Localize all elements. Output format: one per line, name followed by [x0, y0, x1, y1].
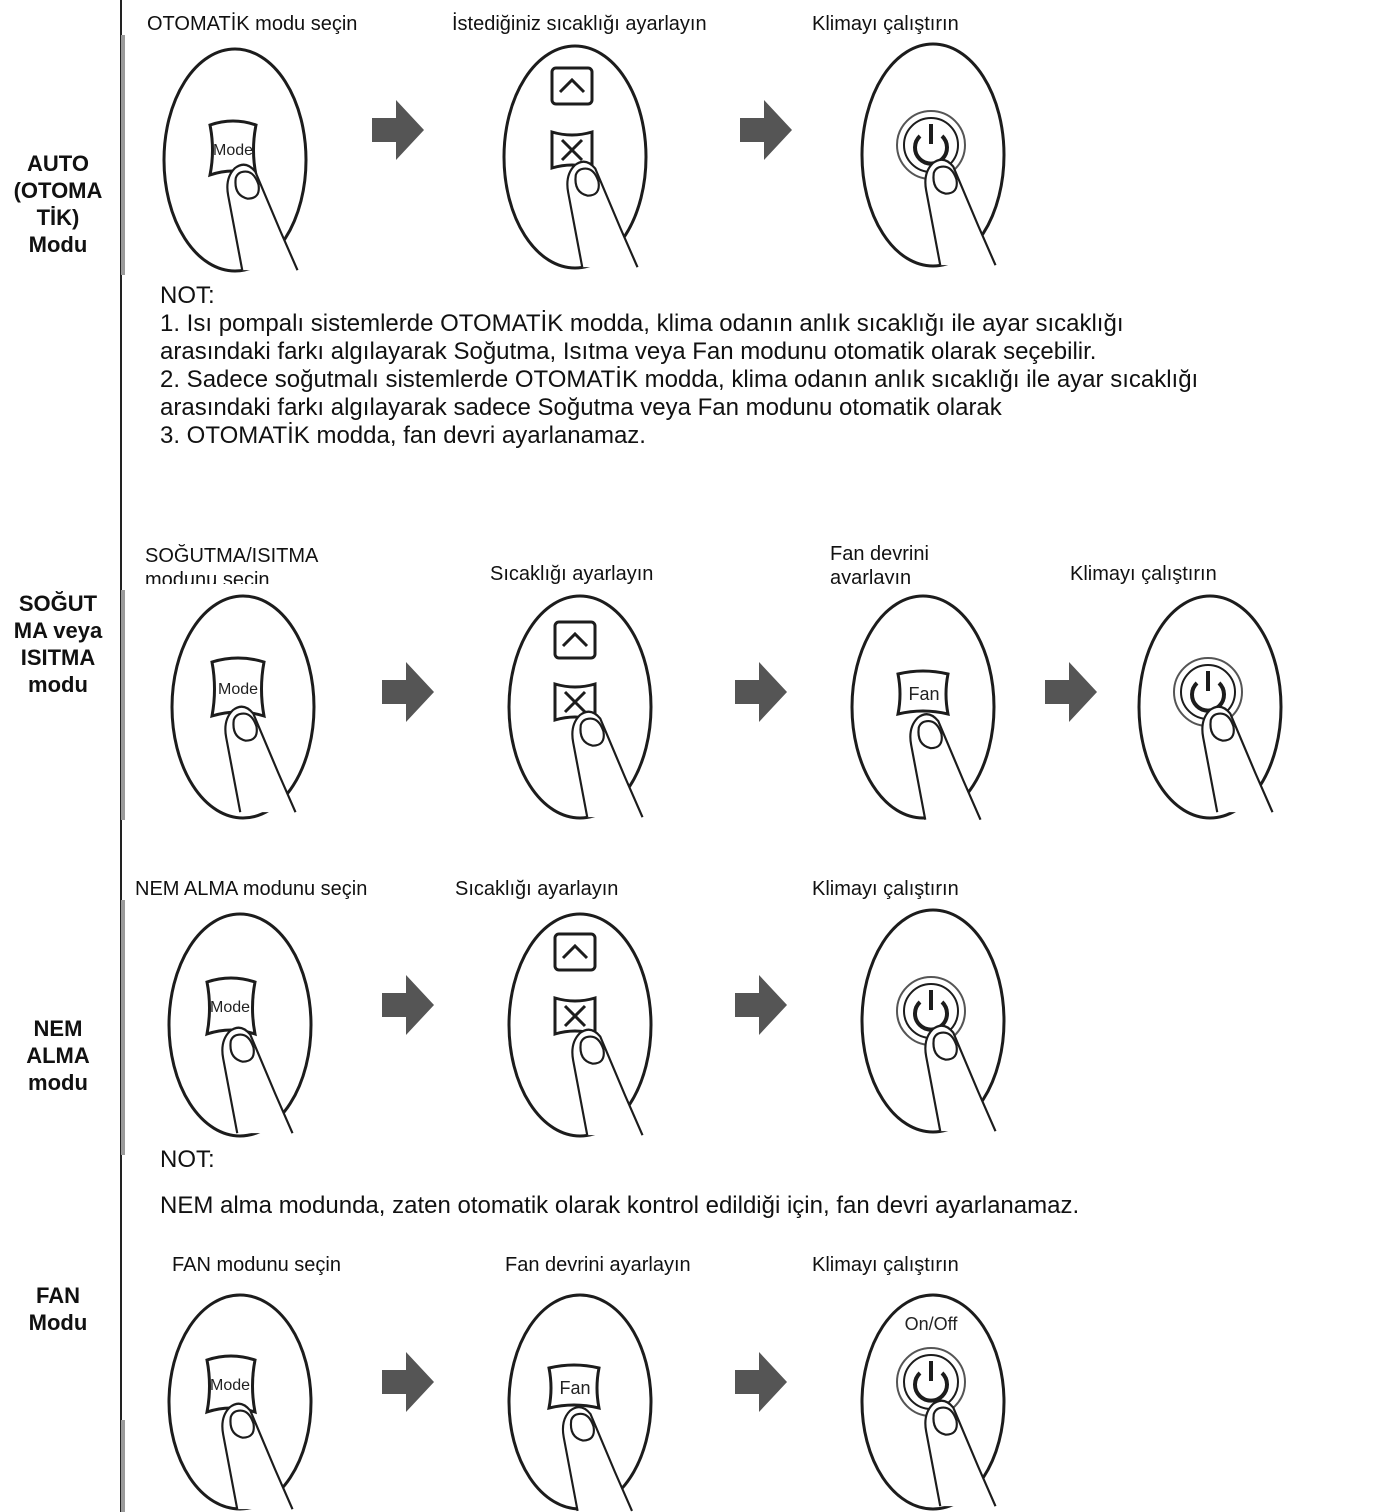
note-line: arasındaki farkı algılayarak Soğutma, Is…	[160, 338, 1097, 365]
arrow-right-icon	[735, 975, 787, 1035]
step-label: OTOMATİK modu seçin	[147, 13, 358, 35]
step-label: Klimayı çalıştırın	[812, 878, 959, 900]
power-button-press-icon	[1137, 594, 1283, 820]
section-bar-cool-heat	[121, 590, 125, 820]
arrow-right-icon	[735, 662, 787, 722]
fan-button-text: Fan	[559, 1378, 590, 1398]
note-dry: NOT: NEM alma modunda, zaten otomatik ol…	[160, 1137, 1079, 1229]
onoff-text: On/Off	[905, 1314, 959, 1334]
step-label: Sıcaklığı ayarlayın	[490, 563, 654, 585]
mode-label-fan: FAN Modu	[28, 1283, 88, 1335]
step-label: Fan devrini ayarlayın	[830, 543, 929, 584]
step-label: Klimayı çalıştırın	[812, 1254, 959, 1276]
step-label: NEM ALMA modunu seçin	[135, 878, 368, 900]
section-bar-dry	[121, 900, 125, 1155]
step-label: Fan devrini ayarlayın	[505, 1254, 691, 1276]
arrow-right-icon	[382, 975, 434, 1035]
mode-button-text: Mode	[213, 142, 253, 159]
mode-label-cool-heat: SOĞUT MA veya ISITMA modu	[13, 591, 103, 697]
note-title: NOT:	[160, 1146, 215, 1173]
power-button-press-icon	[860, 42, 1006, 268]
arrow-right-icon	[382, 1352, 434, 1412]
arrow-right-icon	[372, 100, 424, 160]
mode-label-dry: NEM ALMA modu	[26, 1016, 90, 1095]
mode-button-press-icon: Mode	[162, 47, 308, 273]
temperature-up-down-press-icon	[507, 912, 653, 1138]
step-label: FAN modunu seçin	[172, 1254, 341, 1276]
step-label: Klimayı çalıştırın	[812, 13, 959, 35]
temperature-up-down-press-icon	[507, 594, 653, 820]
mode-button-press-icon: Mode	[167, 912, 313, 1138]
mode-button-text: Mode	[210, 1377, 250, 1394]
note-line: 1. Isı pompalı sistemlerde OTOMATİK modd…	[160, 310, 1124, 337]
note-title: NOT:	[160, 282, 215, 309]
fan-button-press-icon: Fan	[850, 594, 996, 821]
power-button-press-icon: On/Off	[860, 1293, 1006, 1511]
mode-button-press-icon: Mode	[167, 1293, 313, 1511]
step-label: Sıcaklığı ayarlayın	[455, 878, 619, 900]
step-label: İstediğiniz sıcaklığı ayarlayın	[452, 13, 707, 35]
arrow-right-icon	[382, 662, 434, 722]
temperature-up-down-press-icon	[502, 44, 648, 270]
step-label: SOĞUTMA/ISITMA modunu seçin	[145, 545, 318, 584]
note-line: NEM alma modunda, zaten otomatik olarak …	[160, 1192, 1080, 1219]
arrow-right-icon	[740, 100, 792, 160]
mode-button-text: Mode	[218, 681, 258, 698]
mode-button-press-icon: Mode	[170, 594, 316, 820]
fan-button-text: Fan	[908, 684, 939, 704]
fan-button-press-icon: Fan	[507, 1293, 653, 1512]
note-line: 3. OTOMATİK modda, fan devri ayarlanamaz…	[160, 422, 646, 449]
step-label: Klimayı çalıştırın	[1070, 563, 1217, 585]
note-line: arasındaki farkı algılayarak sadece Soğu…	[160, 394, 1002, 421]
note-auto: NOT: 1. Isı pompalı sistemlerde OTOMATİK…	[160, 282, 1198, 450]
arrow-right-icon	[1045, 662, 1097, 722]
mode-button-text: Mode	[210, 999, 250, 1016]
power-button-press-icon	[860, 908, 1006, 1134]
note-line: 2. Sadece soğutmalı sistemlerde OTOMATİK…	[160, 366, 1199, 393]
arrow-right-icon	[735, 1352, 787, 1412]
section-bar-auto	[121, 35, 125, 275]
section-bar-fan	[121, 1420, 125, 1512]
mode-label-auto: AUTO (OTOMA TİK) Modu	[13, 151, 103, 257]
